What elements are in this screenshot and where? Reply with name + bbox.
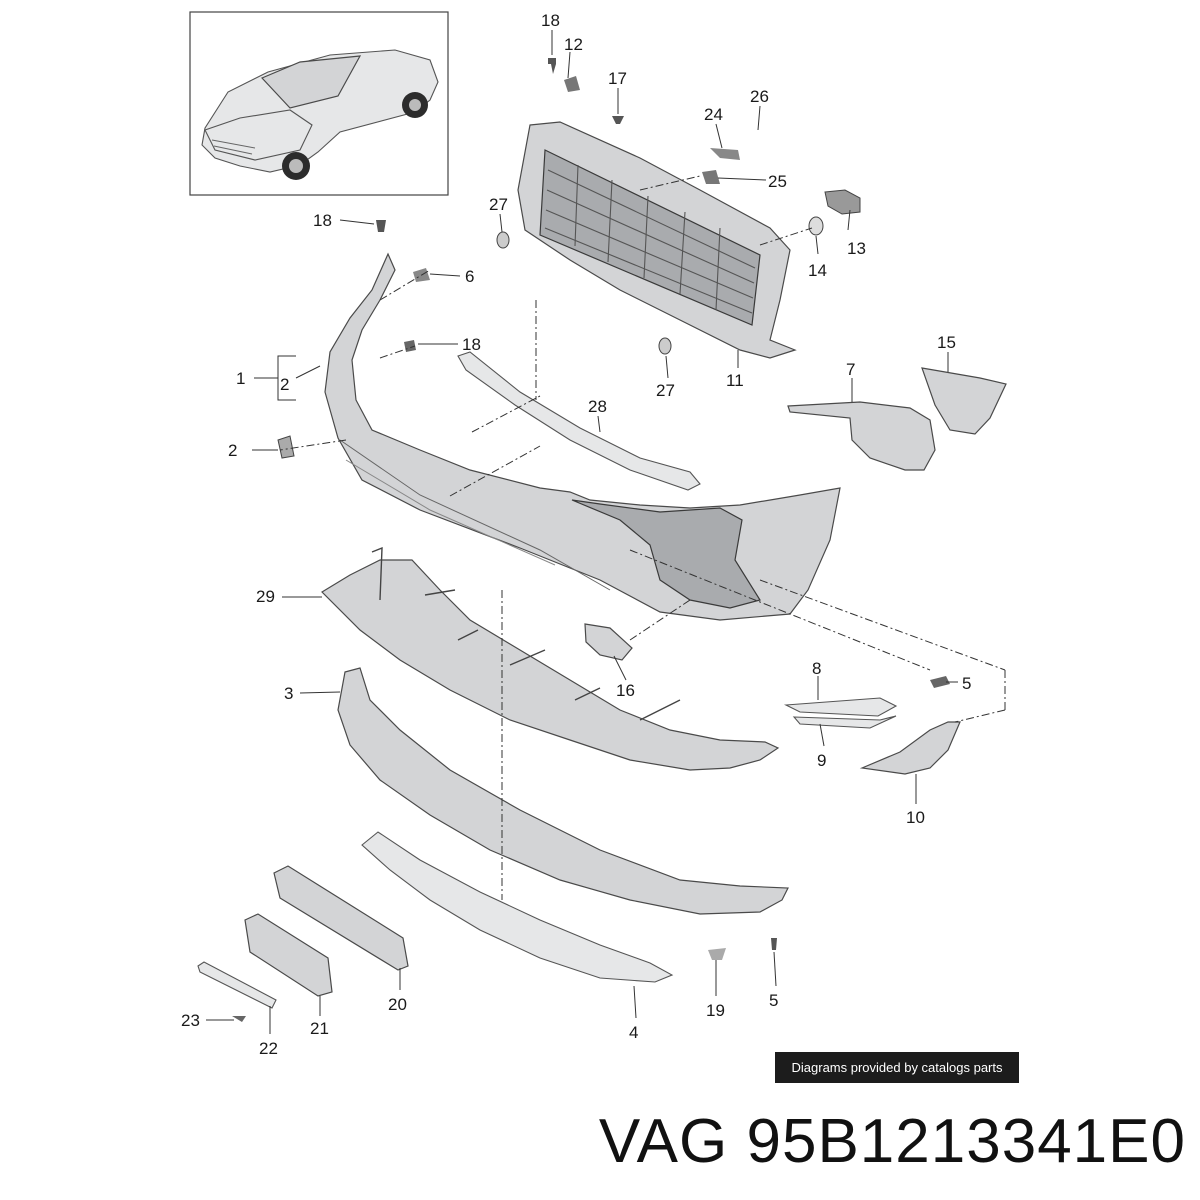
callout-16: 16	[616, 681, 635, 700]
lamp-frame	[787, 401, 936, 471]
callout-7: 7	[846, 360, 855, 379]
callout-17: 17	[608, 69, 627, 88]
part-number-title: VAG 95B1213341E0	[598, 1107, 1186, 1176]
callout-27-lower: 27	[656, 381, 675, 400]
plate-holder-strip	[197, 961, 277, 1009]
callout-23: 23	[181, 1011, 200, 1030]
callout-21: 21	[310, 1019, 329, 1038]
cover-cap-lower	[792, 715, 897, 729]
callout-27-top: 27	[489, 195, 508, 214]
callout-5-right: 5	[962, 674, 971, 693]
bumper-cover	[324, 252, 841, 621]
callout-28: 28	[588, 397, 607, 416]
callout-10: 10	[906, 808, 925, 827]
side-cover	[921, 367, 1007, 435]
plate-holder-large	[273, 865, 409, 971]
vehicle-overview-inset	[189, 11, 449, 196]
callout-18-mid: 18	[462, 335, 481, 354]
callout-8: 8	[812, 659, 821, 678]
callout-9: 9	[817, 751, 826, 770]
callout-6: 6	[465, 267, 474, 286]
callout-3: 3	[284, 684, 293, 703]
leader-lines	[206, 30, 958, 1034]
callout-labels: 18 12 17 26 24 25 27 13 14 18 6 18 27 11…	[181, 11, 971, 1058]
callout-25: 25	[768, 172, 787, 191]
callout-1: 1	[236, 369, 245, 388]
callout-19: 19	[706, 1001, 725, 1020]
callout-11: 11	[726, 371, 744, 390]
trim-strip	[457, 351, 701, 491]
callout-14: 14	[808, 261, 827, 280]
lower-spoiler	[337, 667, 789, 915]
callout-4: 4	[629, 1023, 638, 1042]
assembly-lines	[279, 175, 1006, 900]
grille	[517, 121, 797, 359]
plate-holder-medium	[244, 913, 333, 997]
callout-2-bracket: 2	[280, 375, 289, 394]
callout-22: 22	[259, 1039, 278, 1058]
callout-5-bottom: 5	[769, 991, 778, 1010]
corner-trim	[859, 721, 961, 775]
callout-18-left: 18	[313, 211, 332, 230]
fog-lamp-cover	[584, 623, 633, 661]
callout-29: 29	[256, 587, 275, 606]
front-lip	[361, 831, 674, 983]
callout-18-top: 18	[541, 11, 560, 30]
credit-badge: Diagrams provided by catalogs parts	[775, 1052, 1019, 1083]
cover-cap-upper	[783, 697, 898, 717]
callout-13: 13	[847, 239, 866, 258]
callout-24: 24	[704, 105, 723, 124]
spoiler-bracket	[321, 559, 780, 771]
callout-2: 2	[228, 441, 237, 460]
callout-20: 20	[388, 995, 407, 1014]
callout-12: 12	[564, 35, 583, 54]
callout-15: 15	[937, 333, 956, 352]
callout-26: 26	[750, 87, 769, 106]
